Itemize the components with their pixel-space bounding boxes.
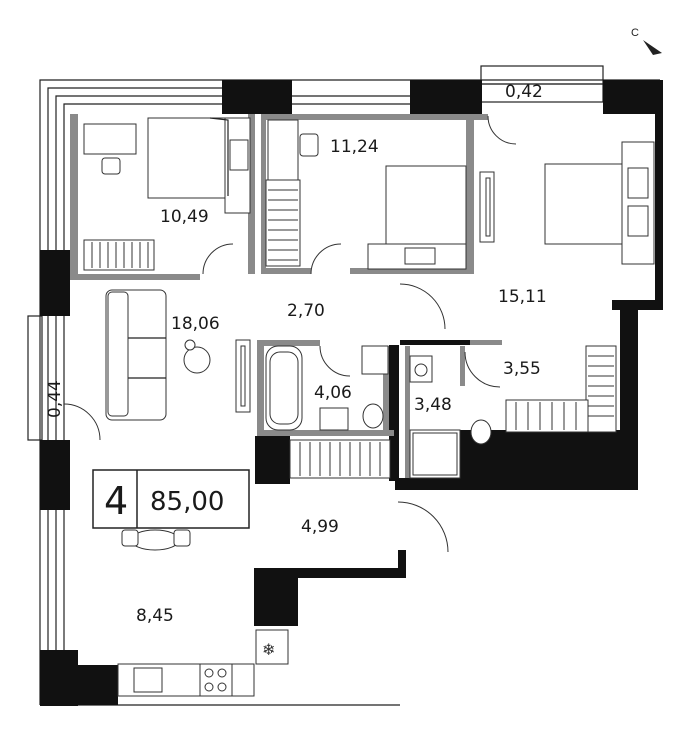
partitions (70, 114, 502, 478)
corridor-furniture (289, 439, 391, 479)
doors (63, 115, 517, 553)
balcony-top-area: 0,42 (505, 82, 543, 102)
bedroom-3-furniture (479, 141, 655, 265)
balcony-top: 0,42 (480, 65, 604, 103)
room-area-bedroom-1: 10,49 (160, 207, 209, 227)
radiator-icon (91, 242, 149, 268)
walls (40, 80, 663, 706)
room-labels: 10,49 11,24 15,11 2,70 18,06 4,06 3,48 3… (136, 137, 547, 626)
room-area-wardrobe: 3,55 (503, 359, 541, 379)
room-count: 4 (104, 479, 128, 523)
summary-box: 4 85,00 (92, 469, 250, 529)
balcony-left: 0,44 (27, 315, 65, 441)
total-area: 85,00 (150, 487, 224, 517)
room-area-corridor: 4,99 (301, 517, 339, 537)
room-area-kitchen: 8,45 (136, 606, 174, 626)
bedroom-2-furniture (265, 119, 467, 270)
north-arrow-icon (643, 40, 662, 55)
compass: С (631, 27, 662, 55)
wardrobe-furniture (505, 345, 617, 433)
bathroom-furniture (265, 345, 389, 431)
room-area-bedroom-2: 11,24 (330, 137, 379, 157)
compass-label: С (631, 27, 639, 39)
kitchen-furniture: ❄ (117, 529, 289, 697)
living-furniture (105, 289, 251, 421)
room-area-bathroom: 4,06 (314, 383, 352, 403)
bedroom-1-furniture (83, 117, 251, 271)
room-area-toilet: 3,48 (414, 395, 452, 415)
room-area-hall: 2,70 (287, 301, 325, 321)
snowflake-icon: ❄ (262, 642, 275, 659)
room-area-living: 18,06 (171, 314, 220, 334)
balcony-left-area: 0,44 (45, 380, 65, 418)
toilet-furniture (409, 355, 492, 479)
room-area-bedroom-3: 15,11 (498, 287, 547, 307)
